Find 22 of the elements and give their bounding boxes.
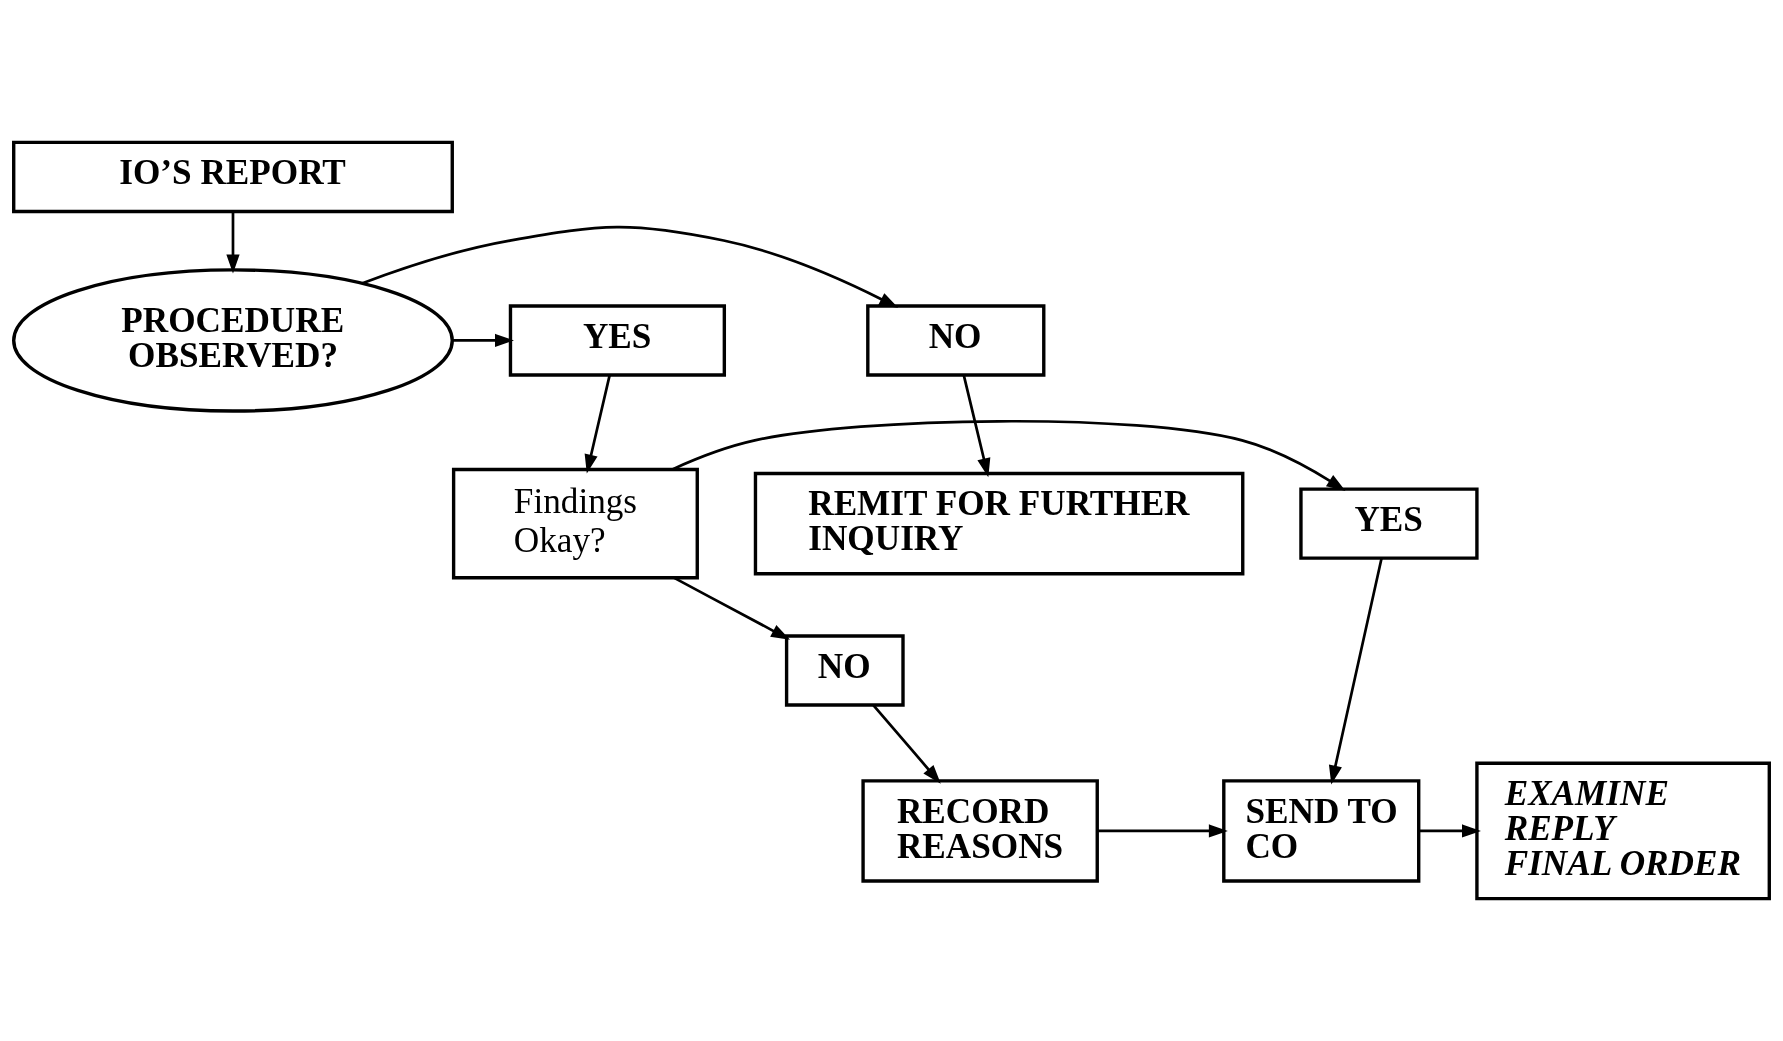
node-box: YES bbox=[1299, 487, 1479, 560]
arrow bbox=[1097, 824, 1228, 838]
node-box: Findings Okay? bbox=[451, 467, 699, 580]
node-ellipse: PROCEDURE OBSERVED? bbox=[12, 268, 454, 413]
arrow bbox=[226, 211, 240, 274]
node-box: NO bbox=[784, 634, 905, 707]
node-box: IO’S REPORT bbox=[12, 140, 454, 214]
arrow bbox=[673, 576, 790, 640]
arrow bbox=[452, 333, 514, 348]
node-box: REMIT FOR FURTHER INQUIRY bbox=[753, 471, 1245, 576]
node-box: NO bbox=[866, 304, 1046, 377]
arrow bbox=[584, 375, 611, 474]
arrow bbox=[962, 375, 991, 478]
arrow bbox=[872, 704, 941, 784]
node-box: RECORD REASONS bbox=[861, 779, 1099, 883]
arrow bbox=[671, 419, 1346, 491]
arrow bbox=[1328, 557, 1383, 785]
node-box: SEND TO CO bbox=[1222, 779, 1421, 883]
node-box: EXAMINE REPLY FINAL ORDER bbox=[1475, 761, 1771, 901]
arrow bbox=[1419, 824, 1481, 838]
node-box: YES bbox=[508, 304, 727, 377]
arrow bbox=[361, 225, 899, 308]
